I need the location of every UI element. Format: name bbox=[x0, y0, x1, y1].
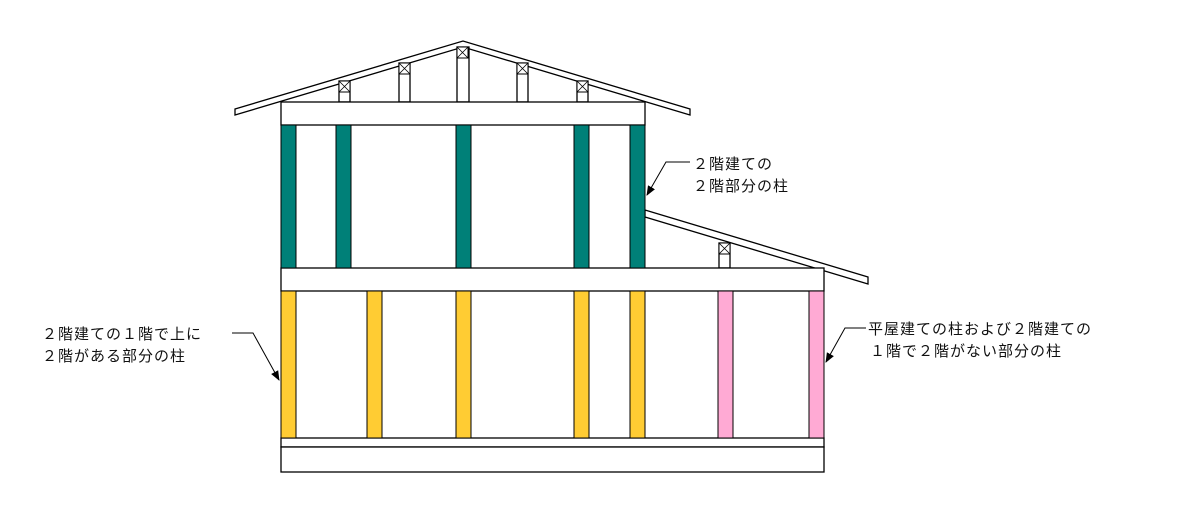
column-2f bbox=[573, 124, 590, 269]
label-single-line2: １階で２階がない部分の柱 bbox=[870, 342, 1062, 360]
roof-post-block-icon bbox=[516, 62, 529, 75]
label-lower-line1: ２階建ての１階で上に bbox=[42, 325, 202, 343]
foundation bbox=[280, 446, 825, 473]
upper-columns bbox=[280, 124, 646, 269]
column-1f-under-2f bbox=[573, 290, 590, 439]
main-roof bbox=[234, 40, 691, 116]
label-upper-line1: ２階建ての bbox=[693, 155, 773, 173]
middle-beam bbox=[280, 267, 825, 292]
roof-post-block-icon bbox=[576, 80, 589, 93]
roof-post-block-icon bbox=[338, 80, 351, 93]
column-1f-under-2f bbox=[280, 290, 297, 439]
roof-post-block-icon bbox=[718, 242, 731, 255]
column-2f bbox=[335, 124, 352, 269]
column-2f bbox=[455, 124, 472, 269]
column-2f bbox=[280, 124, 297, 269]
column-single-story bbox=[808, 290, 825, 439]
leader-upper bbox=[646, 161, 690, 196]
column-1f-under-2f bbox=[629, 290, 646, 439]
column-1f-under-2f bbox=[455, 290, 472, 439]
lower-columns bbox=[280, 290, 646, 439]
roof-post-block-icon bbox=[456, 46, 469, 59]
roof-posts bbox=[338, 46, 589, 103]
leader-lower-left bbox=[232, 332, 280, 381]
label-single-line1: 平屋建ての柱および２階建ての bbox=[868, 320, 1092, 338]
single-story-columns bbox=[717, 290, 825, 439]
upper-beam bbox=[280, 101, 646, 126]
column-1f-under-2f bbox=[366, 290, 383, 439]
sill bbox=[280, 437, 825, 448]
roof-post-block-icon bbox=[398, 62, 411, 75]
column-2f bbox=[629, 124, 646, 269]
label-upper-line2: ２階部分の柱 bbox=[693, 177, 789, 195]
column-single-story bbox=[717, 290, 734, 439]
label-lower-line2: ２階がある部分の柱 bbox=[42, 347, 186, 365]
leader-right bbox=[825, 327, 866, 363]
